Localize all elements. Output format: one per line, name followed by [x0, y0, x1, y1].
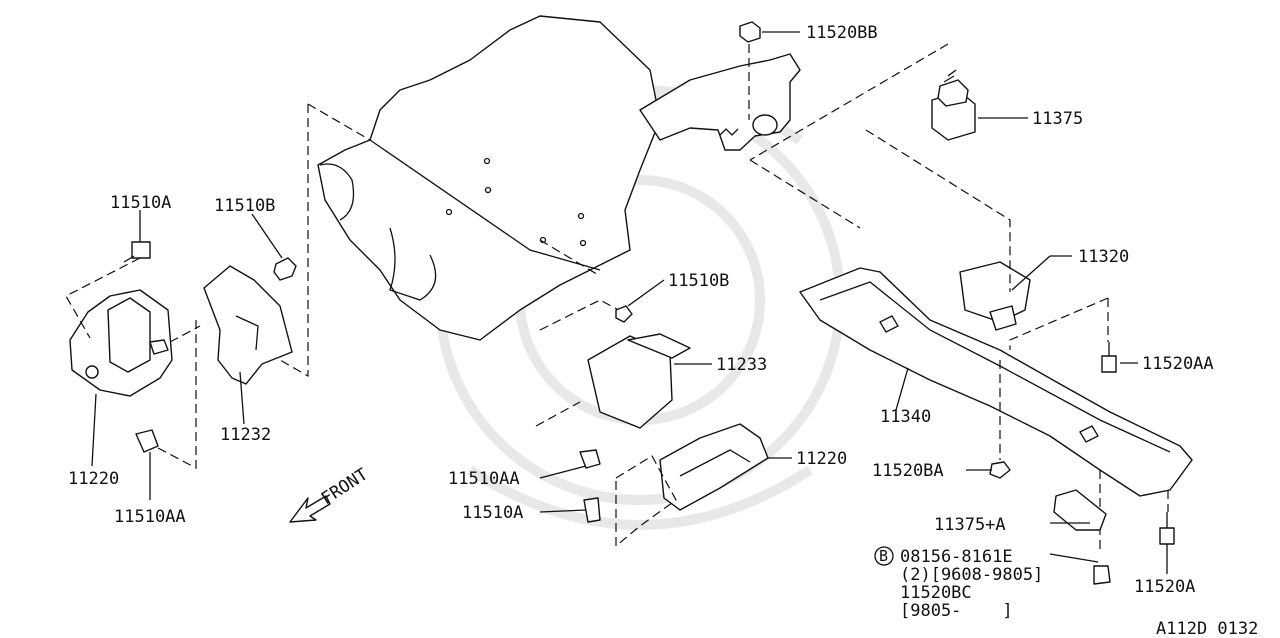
label-11510B-center: 11510B [668, 271, 729, 291]
label-11510A-left: 11510A [110, 193, 171, 213]
nut-11520BB [739, 21, 800, 120]
label-11375: 11375 [1032, 109, 1083, 129]
bolt-11510AA-center [539, 449, 601, 479]
label-11510AA-left: 11510AA [114, 507, 186, 527]
bracket-11232 [203, 103, 371, 425]
nut-11520BA [989, 461, 1011, 479]
label-11520A: 11520A [1134, 577, 1195, 597]
label-11233: 11233 [716, 355, 767, 375]
label-11375A: 11375+A [934, 515, 1006, 535]
mount-11220-center [615, 423, 792, 548]
bolt-11520BC [1049, 553, 1111, 585]
transmission [639, 53, 801, 151]
bolt-11510AA-left [135, 316, 197, 500]
nut-11510B-left [251, 213, 297, 281]
label-08156: 08156-8161E [900, 547, 1013, 567]
bolt-11510A-left [123, 210, 151, 263]
diagram-code: A112D 0132 [1156, 619, 1258, 638]
label-11520AA: 11520AA [1142, 354, 1214, 374]
mount-11375 [749, 43, 1028, 229]
callout-letter: B [879, 547, 888, 565]
label-08156-qty: (2)[9608-9805] [900, 565, 1043, 585]
label-11232: 11232 [220, 425, 271, 445]
label-11510AA-center: 11510AA [448, 469, 520, 489]
bolt-11520AA [1101, 342, 1138, 373]
mount-11320 [865, 129, 1072, 331]
label-11520BA: 11520BA [872, 461, 944, 481]
engine-block [317, 15, 661, 341]
label-11220-left: 11220 [68, 469, 119, 489]
callout-circle [874, 546, 894, 566]
mount-11220-left [65, 257, 201, 467]
label-11220-center: 11220 [796, 449, 847, 469]
bolt-11520A [1159, 512, 1175, 574]
label-11520BC-date: [9805- ] [900, 601, 1013, 621]
label-11340: 11340 [880, 407, 931, 427]
label-11520BC: 11520BC [900, 583, 972, 603]
label-11320: 11320 [1078, 247, 1129, 267]
crossmember-11340 [799, 267, 1193, 550]
bracket-11233 [535, 239, 712, 429]
label-11510B-left: 11510B [214, 196, 275, 216]
front-arrow-icon [289, 495, 331, 523]
label-11520BB: 11520BB [806, 23, 878, 43]
label-11510A-center: 11510A [462, 503, 523, 523]
mount-11375A [1050, 489, 1107, 531]
front-label: FRONT [318, 465, 372, 510]
nut-11510B-center [615, 279, 665, 323]
bolt-11510A-center [539, 497, 601, 523]
